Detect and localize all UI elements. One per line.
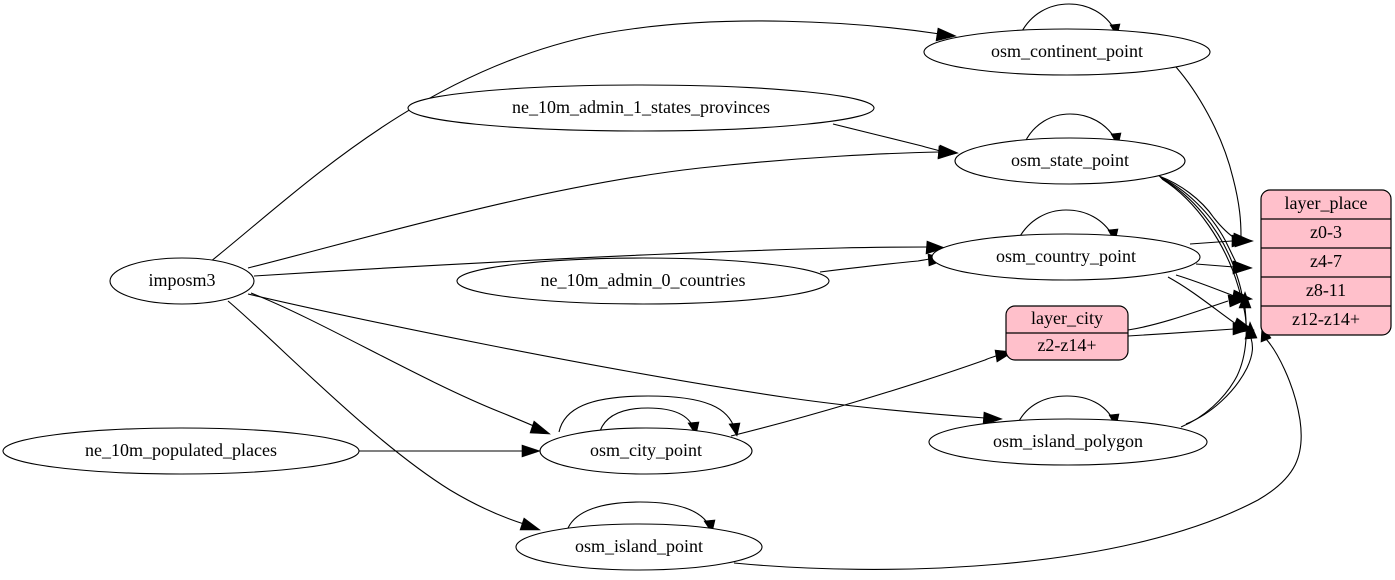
node-ne-10m-admin-0-countries[interactable]: ne_10m_admin_0_countries: [456, 257, 830, 305]
node-osm-island-point[interactable]: osm_island_point: [515, 523, 763, 571]
node-osm-city-point[interactable]: osm_city_point: [539, 427, 753, 475]
node-ne-10m-populated-places[interactable]: ne_10m_populated_places: [2, 427, 360, 475]
layer-city-row-z2-z14[interactable]: z2-z14+: [1037, 335, 1096, 355]
edge-layer-city-to-layer-place-z8-11: [1127, 294, 1249, 331]
node-imposm3[interactable]: imposm3: [109, 257, 255, 305]
edge-imposm3-to-osm-island-point: [227, 300, 541, 531]
node-layer-place[interactable]: layer_place z0-3 z4-7 z8-11 z12-z14+: [1260, 189, 1392, 336]
node-osm-country-point-label: osm_country_point: [996, 246, 1136, 266]
node-osm-state-point-label: osm_state_point: [1011, 150, 1129, 170]
edge-osm-island-polygon-to-layer-place-z12-z14: [1185, 321, 1258, 425]
edge-osm-country-point-to-layer-place-z4-7: [1195, 260, 1252, 274]
edge-imposm3-to-osm-island-polygon: [247, 293, 1003, 426]
edge-ne-states-to-osm-state-point: [832, 123, 959, 159]
edge-imposm3-to-osm-continent-point: [209, 20, 957, 263]
edge-ne-countries-to-osm-country-point: [819, 253, 948, 273]
layer-place-row-z4-7[interactable]: z4-7: [1310, 251, 1342, 271]
node-osm-island-polygon[interactable]: osm_island_polygon: [928, 418, 1208, 466]
node-imposm3-label: imposm3: [148, 270, 215, 290]
node-osm-city-point-label: osm_city_point: [590, 440, 702, 460]
edge-ne-populated-to-osm-city-point: [359, 444, 541, 458]
edge-osm-island-polygon-to-layer-place-z8-11: [1180, 291, 1252, 428]
node-ne-populated-label: ne_10m_populated_places: [85, 440, 277, 460]
node-layer-city[interactable]: layer_city z2-z14+: [1005, 305, 1129, 361]
node-ne-countries-label: ne_10m_admin_0_countries: [541, 270, 746, 290]
node-ne-states-label: ne_10m_admin_1_states_provinces: [512, 97, 770, 117]
layer-city-header: layer_city: [1031, 308, 1103, 328]
node-osm-island-point-label: osm_island_point: [575, 536, 703, 556]
edge-imposm3-to-osm-state-point: [247, 145, 958, 269]
layer-place-row-z8-11[interactable]: z8-11: [1306, 280, 1346, 300]
node-osm-island-polygon-label: osm_island_polygon: [993, 431, 1143, 451]
node-osm-state-point[interactable]: osm_state_point: [954, 137, 1186, 185]
node-layer: imposm3 ne_10m_admin_1_states_provinces …: [2, 28, 1211, 571]
layer-place-row-z12-z14[interactable]: z12-z14+: [1292, 309, 1360, 329]
edge-osm-city-point-to-layer-city-z2-z14: [730, 349, 1014, 437]
layer-place-row-z0-3[interactable]: z0-3: [1310, 222, 1342, 242]
edge-osm-country-point-to-layer-place-z0-3: [1189, 234, 1251, 248]
edge-imposm3-to-osm-city-point: [250, 292, 551, 435]
edge-layer-city-to-layer-place-z12-z14: [1127, 322, 1252, 337]
node-ne-10m-admin-1-states-provinces[interactable]: ne_10m_admin_1_states_provinces: [407, 84, 875, 132]
edge-self-loop-outer-osm-city-point: [558, 395, 741, 437]
record-layer: layer_city z2-z14+ layer_place z0-3 z4-7…: [1005, 189, 1392, 361]
node-osm-continent-point-label: osm_continent_point: [991, 41, 1143, 61]
node-osm-continent-point[interactable]: osm_continent_point: [923, 28, 1211, 76]
edge-osm-continent-point-to-layer-place-z0-3: [1175, 66, 1254, 248]
layer-place-header: layer_place: [1285, 193, 1368, 213]
node-osm-country-point[interactable]: osm_country_point: [931, 233, 1201, 281]
